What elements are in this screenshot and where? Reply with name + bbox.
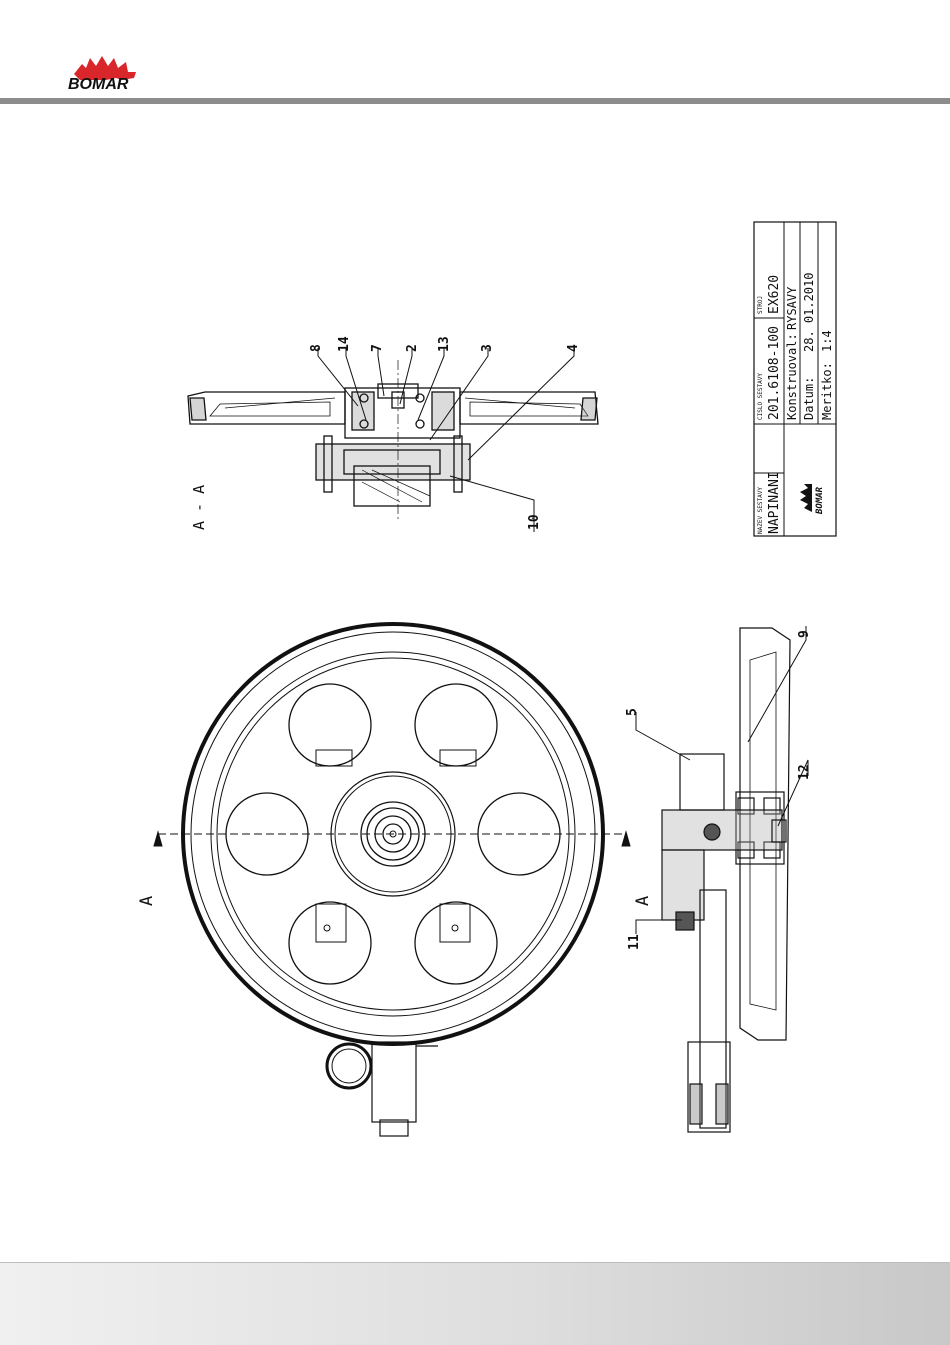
designer-value: RYSAVY [785, 286, 799, 330]
part-label-12: 12 [797, 764, 812, 780]
side-view [662, 628, 790, 1132]
title-block-logo-icon [800, 484, 812, 512]
footer-band [0, 1262, 950, 1345]
title-block: NAZEV SESTAVY NAPINANI CISLO SESTAVY 201… [754, 222, 836, 536]
part-label-2: 2 [405, 344, 420, 352]
wheel-front-view [154, 624, 630, 1136]
name-header: NAZEV SESTAVY [757, 487, 764, 534]
part-label-4: 4 [566, 344, 581, 352]
part-label-3: 3 [480, 344, 495, 352]
machine-header: STROJ [757, 296, 764, 314]
section-view-label: A - A [190, 485, 208, 530]
part-label-7: 7 [370, 344, 385, 352]
section-view-a-a [188, 360, 598, 520]
part-label-14: 14 [337, 336, 352, 352]
part-label-8: 8 [309, 344, 324, 352]
date-value: 28. 01.2010 [802, 273, 816, 352]
part-label-13: 13 [437, 336, 452, 352]
machine-value: EX620 [767, 275, 782, 314]
scale-value: 1:4 [820, 330, 834, 352]
designer-label: Konstruoval: [785, 333, 799, 420]
title-block-logo-text: BOMAR [815, 486, 825, 515]
part-label-11: 11 [627, 934, 642, 950]
section-leaders [318, 348, 574, 532]
scale-label: Meritko: [820, 362, 834, 420]
date-label: Datum: [802, 377, 816, 420]
number-value: 201.6108-100 [767, 326, 782, 420]
number-header: CISLO SESTAVY [757, 373, 764, 420]
name-value: NAPINANI [767, 471, 782, 534]
part-label-10: 10 [527, 514, 542, 530]
section-part-numbers: 8 14 7 2 13 3 4 10 A - A [190, 336, 581, 530]
part-label-9: 9 [797, 630, 812, 638]
part-label-5: 5 [625, 708, 640, 716]
section-marker-right: A [633, 896, 653, 906]
section-marker-left: A [137, 896, 157, 906]
